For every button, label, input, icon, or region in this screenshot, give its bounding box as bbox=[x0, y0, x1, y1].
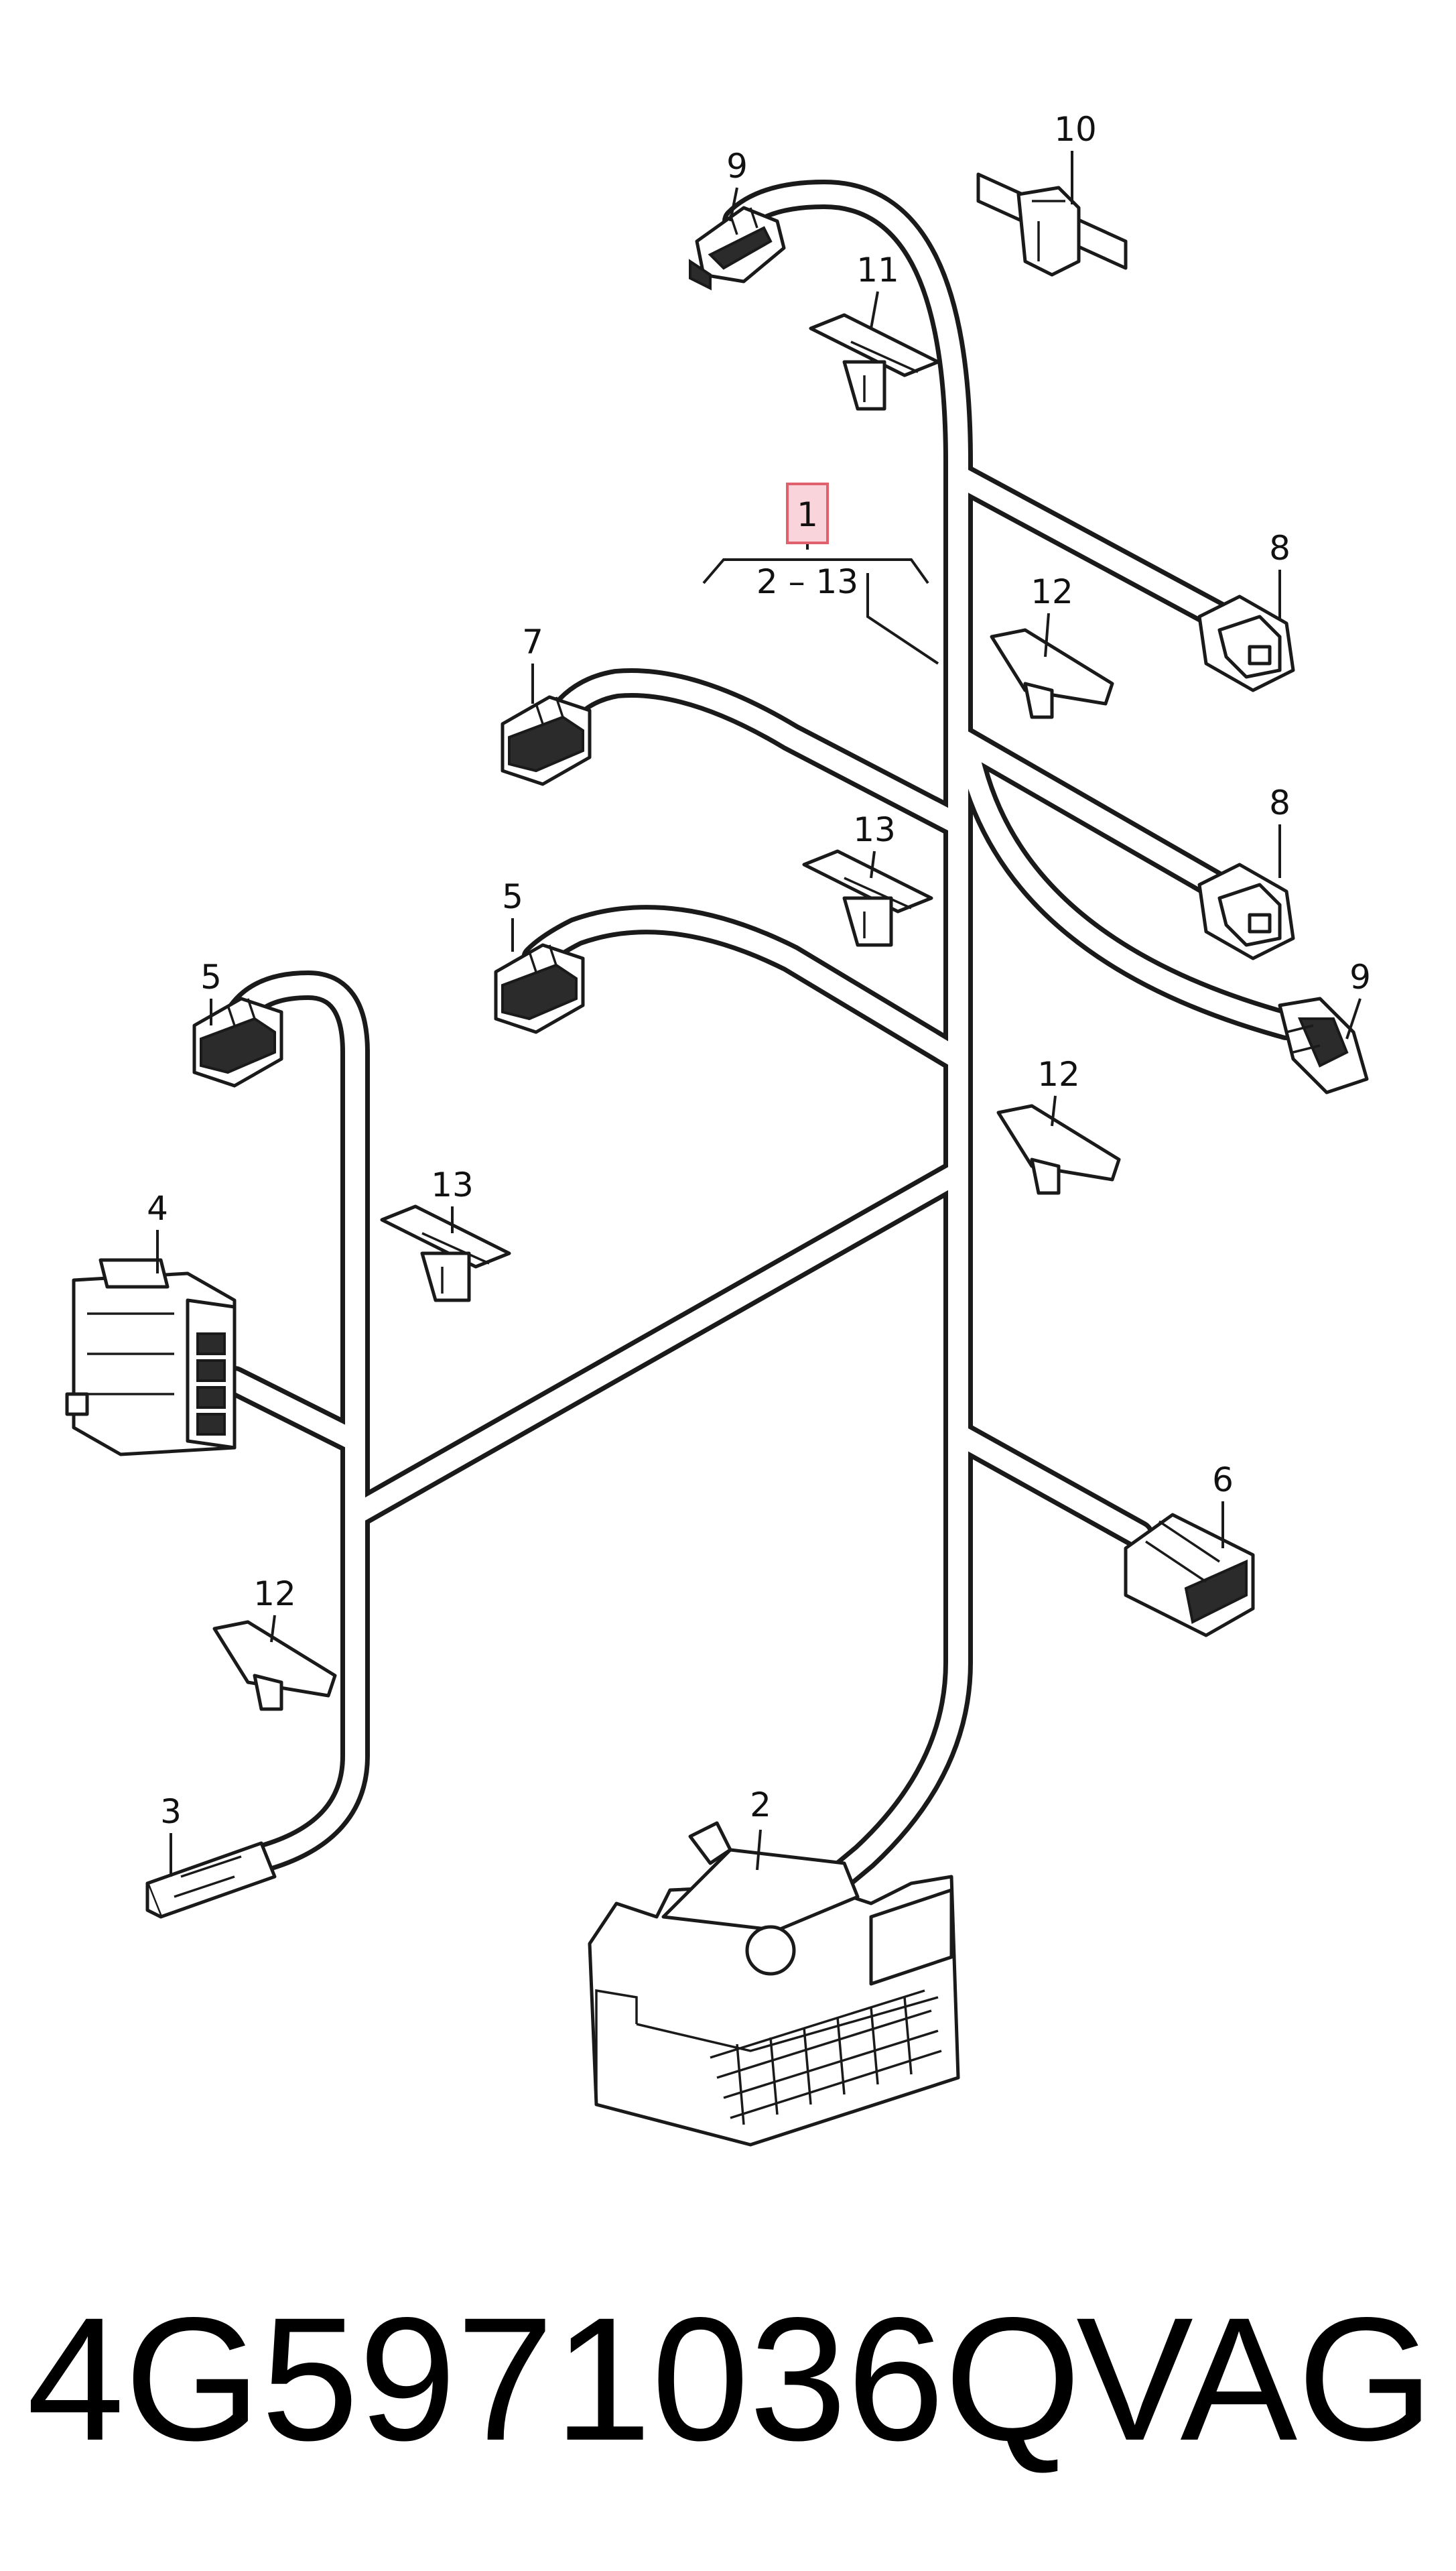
leader-lines bbox=[156, 151, 1362, 1877]
connector-2 bbox=[588, 1821, 960, 2147]
callout-7: 7 bbox=[522, 623, 543, 662]
clip-10 bbox=[976, 172, 1128, 277]
callouts: 1 2 – 13 2 3 4 5 5 6 7 8 8 9 9 10 11 12 … bbox=[147, 110, 1371, 1831]
callout-6: 6 bbox=[1212, 1460, 1234, 1499]
callout-1-highlight bbox=[786, 483, 829, 544]
callout-8-middle: 8 bbox=[1269, 783, 1290, 822]
pin-grid bbox=[710, 1989, 942, 2125]
callout-1: 1 bbox=[797, 495, 818, 534]
clip-13-left bbox=[380, 1204, 511, 1302]
connector-6 bbox=[1124, 1513, 1255, 1637]
callout-2: 2 bbox=[750, 1785, 771, 1824]
connector-3 bbox=[145, 1841, 277, 1919]
callout-11: 11 bbox=[856, 251, 899, 290]
callout-12-left: 12 bbox=[253, 1574, 296, 1613]
clip-12-right-middle bbox=[996, 1104, 1121, 1195]
callout-12-right-middle: 12 bbox=[1037, 1055, 1080, 1094]
callout-9-top: 9 bbox=[726, 147, 748, 186]
callout-3: 3 bbox=[160, 1792, 182, 1831]
callout-12-right-top: 12 bbox=[1031, 572, 1073, 611]
connector-5-left bbox=[192, 997, 283, 1088]
callout-1-range: 2 – 13 bbox=[756, 562, 858, 601]
clip-13-right bbox=[802, 849, 933, 947]
connector-7 bbox=[501, 695, 592, 786]
callout-5-middle: 5 bbox=[502, 877, 523, 916]
connector-8-middle bbox=[1197, 863, 1295, 960]
connector-5-middle bbox=[494, 943, 585, 1034]
part-number: 4G5971036Q bbox=[27, 2281, 1081, 2477]
brand-label: VAG bbox=[1076, 2281, 1434, 2477]
callout-4: 4 bbox=[147, 1189, 168, 1228]
callout-9-right: 9 bbox=[1349, 958, 1371, 997]
footer: 4G5971036Q VAG bbox=[27, 2281, 1434, 2477]
connector-9-top bbox=[689, 206, 786, 291]
callout-13-left: 13 bbox=[431, 1166, 474, 1204]
connector-4 bbox=[65, 1258, 237, 1456]
connector-9-right bbox=[1278, 997, 1369, 1094]
harness-wires bbox=[220, 180, 1301, 1905]
clip-12-right-top bbox=[990, 628, 1114, 719]
callout-10: 10 bbox=[1054, 110, 1097, 149]
callout-8-top: 8 bbox=[1269, 529, 1290, 568]
callout-13-right: 13 bbox=[853, 810, 896, 849]
connector-8-top bbox=[1197, 594, 1295, 692]
clip-11 bbox=[809, 313, 940, 411]
callout-5-left: 5 bbox=[200, 958, 222, 997]
clip-12-left bbox=[212, 1620, 337, 1711]
